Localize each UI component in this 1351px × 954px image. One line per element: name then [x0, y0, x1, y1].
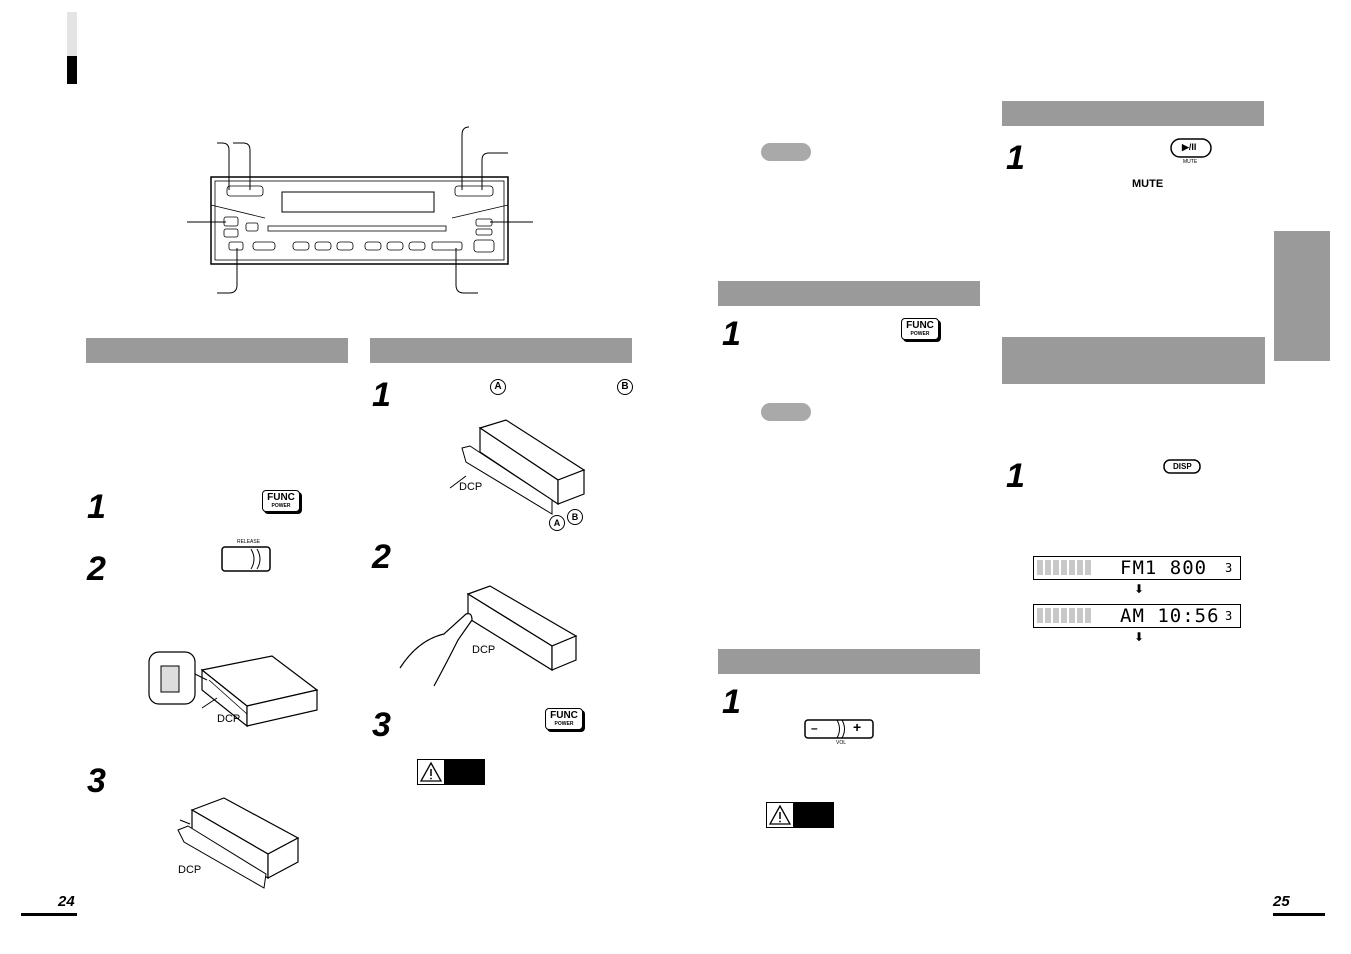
chapter-tab-light: [67, 12, 77, 56]
release-caption: RELEASE: [237, 539, 261, 545]
func-power-button: FUNC POWER: [262, 490, 300, 512]
note-pill-1: [761, 143, 811, 161]
page-rule-right: [1273, 913, 1325, 916]
dcp-label-3: DCP: [459, 481, 483, 493]
power-step-1: 1: [722, 315, 741, 353]
page-number-left: 24: [58, 893, 75, 910]
warning-icon: [418, 760, 445, 784]
circle-a-marker: A: [490, 379, 506, 395]
play-pause-label: ▶/II: [1182, 142, 1197, 152]
release-illustration: [148, 651, 319, 728]
lcd-channel-2: 3: [1225, 609, 1234, 623]
mute-caption: MUTE: [1132, 178, 1164, 190]
warning-icon-2: [767, 803, 794, 827]
note-pill-2: [761, 403, 811, 421]
vol-caption: VOL: [836, 740, 847, 746]
func-label: FUNC: [267, 492, 295, 503]
vol-plus-label: +: [853, 719, 862, 735]
attach-step-3: 3: [372, 706, 391, 744]
lcd-text-2: AM 10:56: [1120, 605, 1220, 627]
step-3: 3: [87, 762, 106, 800]
chapter-tab-dark: [67, 56, 77, 84]
power-label-2: POWER: [554, 721, 574, 727]
attach-step-2: 2: [372, 538, 391, 576]
step-2: 2: [87, 550, 106, 588]
vol-button-icon: [804, 719, 874, 739]
release-button-icon: [221, 546, 271, 572]
caution-badge-2: [766, 802, 834, 828]
lcd-example-clock: AM 10:56 3: [1033, 604, 1241, 628]
mute-key-caption: MUTE: [1183, 159, 1198, 165]
dcp-label-1: DCP: [217, 713, 241, 725]
side-chapter-tab: [1274, 231, 1330, 361]
page-rule-left: [21, 913, 77, 916]
step-1: 1: [87, 488, 106, 526]
circle-a-marker-2: A: [549, 515, 565, 531]
arrow-down-icon-2: ⬇: [1134, 630, 1145, 644]
lcd-channel-1: 3: [1225, 561, 1234, 575]
section-bar-left-1: [86, 338, 348, 363]
section-bar-right-2: [718, 649, 980, 674]
section-bar-right-4: [1002, 337, 1265, 384]
page-number-right: 25: [1273, 893, 1290, 910]
lcd-example-radio: FM1 800 3: [1033, 556, 1241, 580]
caution-badge-1: [417, 759, 485, 785]
mute-step-1: 1: [1006, 139, 1025, 177]
lcd-segments-2: [1037, 608, 1093, 623]
func-power-button-3: FUNC POWER: [901, 318, 939, 340]
lcd-text-1: FM1 800: [1120, 557, 1208, 579]
power-label: POWER: [271, 503, 291, 509]
play-pause-button-icon: [1170, 138, 1212, 158]
section-bar-right-3: [1002, 101, 1264, 126]
lcd-segments: [1037, 560, 1093, 575]
power-label-3: POWER: [910, 331, 930, 337]
func-label-2: FUNC: [550, 710, 578, 721]
dcp-label-2: DCP: [178, 864, 202, 876]
attach-step-1: 1: [372, 376, 391, 414]
dcp-label-4: DCP: [472, 644, 496, 656]
volume-step-1: 1: [722, 683, 741, 721]
disp-button-icon: [1163, 459, 1201, 474]
press-dcp-illustration: [399, 585, 578, 687]
display-step-1: 1: [1006, 457, 1025, 495]
vol-minus-label: –: [811, 721, 818, 735]
section-bar-right-1: [718, 281, 980, 306]
section-bar-left-2: [370, 338, 632, 363]
circle-b-marker-2: B: [567, 509, 583, 525]
disp-label: DISP: [1173, 462, 1192, 471]
attach-illustration: [449, 419, 586, 515]
circle-b-marker: B: [617, 379, 633, 395]
func-label-3: FUNC: [906, 320, 934, 331]
dcp-remove-illustration: [177, 797, 300, 889]
arrow-down-icon: ⬇: [1134, 582, 1145, 596]
func-power-button-2: FUNC POWER: [545, 708, 583, 730]
